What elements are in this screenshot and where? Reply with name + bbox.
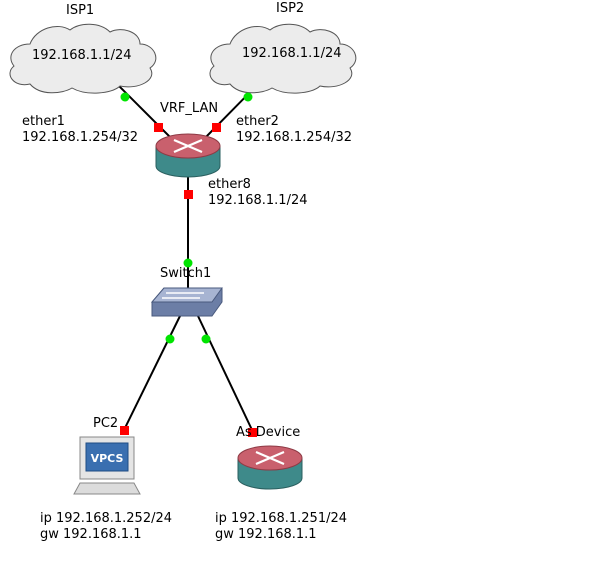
- isp1-network: 192.168.1.1/24: [32, 48, 132, 63]
- pc2-ip: ip 192.168.1.252/24: [40, 511, 173, 526]
- pc2-gw: gw 192.168.1.1: [40, 527, 142, 542]
- port-pc2-icon: [120, 426, 129, 435]
- link-up-indicator-switch-pc2: [165, 334, 175, 344]
- isp1-label: ISP1: [66, 3, 95, 18]
- ether2-ip: 192.168.1.254/32: [236, 130, 353, 145]
- ether1-label: ether1: [22, 114, 65, 129]
- pc2-computer-icon[interactable]: VPCS: [73, 436, 141, 495]
- pc2-label: PC2: [93, 416, 119, 431]
- link-switch-device[interactable]: [197, 315, 254, 433]
- link-status-markers: [120, 92, 253, 344]
- isp2-label: ISP2: [276, 1, 305, 16]
- isp1-cloud[interactable]: [9, 23, 157, 94]
- port-ether1-icon: [154, 123, 163, 132]
- device-label: As Device: [236, 425, 301, 440]
- switch-arrows-icon: [162, 292, 204, 299]
- port-markers: [120, 123, 257, 437]
- link-switch-pc2[interactable]: [123, 315, 181, 431]
- ether8-ip: 192.168.1.1/24: [208, 193, 308, 208]
- pc2-screen-text: VPCS: [91, 452, 124, 465]
- port-device-icon: [248, 428, 257, 437]
- device-ip: ip 192.168.1.251/24: [215, 511, 348, 526]
- link-up-indicator-isp2: [243, 92, 253, 102]
- isp2-cloud[interactable]: [209, 23, 357, 94]
- isp2-network: 192.168.1.1/24: [242, 46, 342, 61]
- port-ether2-icon: [212, 123, 221, 132]
- router-arrows-icon: [173, 138, 203, 154]
- ether2-label: ether2: [236, 114, 279, 129]
- router-vrf-lan[interactable]: [155, 133, 221, 178]
- device-arrows-icon: [255, 450, 285, 466]
- as-device-router[interactable]: [237, 445, 303, 490]
- switch-label: Switch1: [160, 266, 212, 281]
- ether8-label: ether8: [208, 177, 251, 192]
- switch1[interactable]: [150, 287, 223, 317]
- ether1-ip: 192.168.1.254/32: [22, 130, 139, 145]
- device-gw: gw 192.168.1.1: [215, 527, 317, 542]
- link-up-indicator-switch-top: [183, 258, 193, 268]
- link-up-indicator-switch-device: [201, 334, 211, 344]
- link-up-indicator-isp1: [120, 92, 130, 102]
- port-ether8-icon: [184, 190, 193, 199]
- router-label: VRF_LAN: [160, 101, 219, 116]
